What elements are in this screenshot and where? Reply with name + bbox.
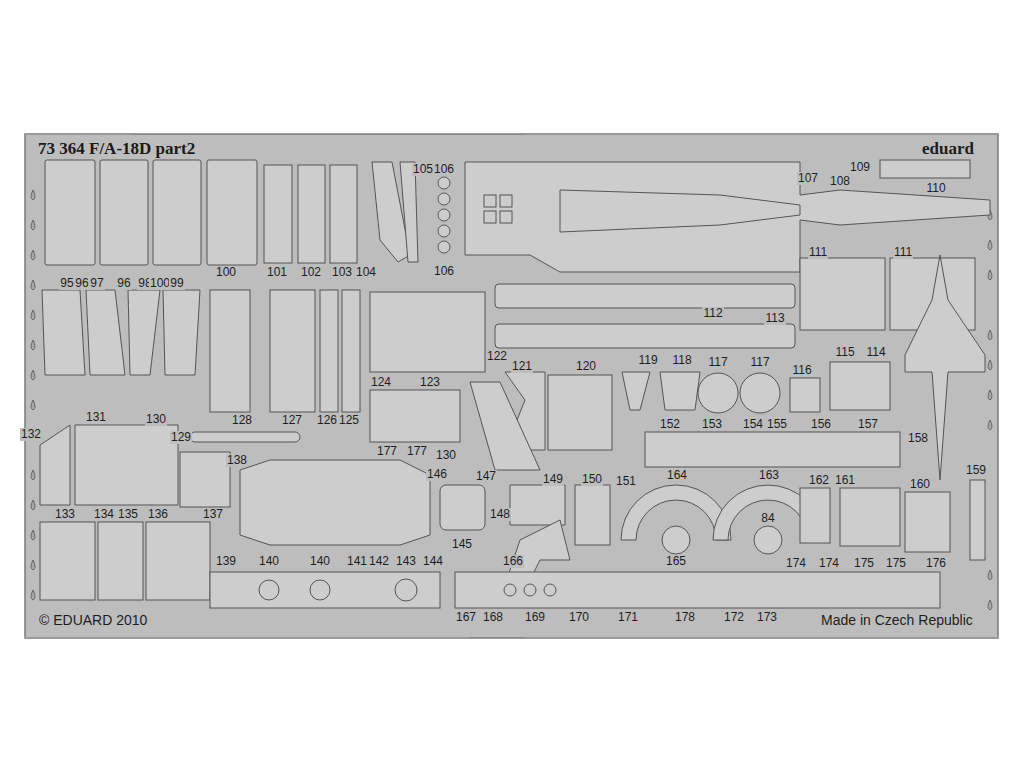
callout-number: 139 <box>215 555 237 568</box>
callout-number: 129 <box>170 431 192 444</box>
callout-number: 168 <box>482 611 504 624</box>
callout-number: 162 <box>808 474 830 487</box>
callout-number: 158 <box>907 432 929 445</box>
callout-number: 153 <box>701 418 723 431</box>
callout-number: 130 <box>435 449 457 462</box>
callout-number: 116 <box>791 364 812 377</box>
callout-number: 134 <box>93 508 115 521</box>
callout-number: 163 <box>758 469 780 482</box>
callout-number: 97 <box>89 277 104 290</box>
callout-number: 126 <box>316 414 338 427</box>
callout-number: 106 <box>433 265 455 278</box>
callout-number: 135 <box>117 508 139 521</box>
callout-number: 141 <box>346 555 368 568</box>
callout-number: 172 <box>723 611 745 624</box>
callout-number: 107 <box>797 172 819 185</box>
callout-number: 178 <box>674 611 696 624</box>
callout-number: 100 <box>215 266 237 279</box>
fret-note: Made in Czech Republic <box>820 613 974 628</box>
callout-number: 95 <box>59 277 74 290</box>
callout-number: 143 <box>395 555 417 568</box>
callout-number: 119 <box>637 354 658 367</box>
callout-number: 157 <box>857 418 879 431</box>
callout-number: 170 <box>568 611 590 624</box>
callout-number: 111 <box>808 246 828 259</box>
callout-number: 140 <box>258 555 280 568</box>
callout-number: 121 <box>511 360 533 373</box>
callout-number: 100 <box>149 277 171 290</box>
callout-number: 165 <box>665 555 687 568</box>
callout-number: 176 <box>925 557 947 570</box>
callout-number: 145 <box>451 538 473 551</box>
callout-number: 127 <box>281 414 303 427</box>
callout-number: 148 <box>489 508 511 521</box>
fret-title: 73 364 F/A-18D part2 <box>36 139 197 159</box>
callout-number: 144 <box>422 555 444 568</box>
brand-mark: eduard <box>921 142 975 155</box>
callout-number: 151 <box>615 475 637 488</box>
callout-number: 155 <box>766 418 788 431</box>
callout-number: 152 <box>659 418 681 431</box>
callout-number: 130 <box>145 413 167 426</box>
callout-number: 105 <box>412 163 434 176</box>
callout-number: 140 <box>309 555 331 568</box>
callout-number: 128 <box>231 414 253 427</box>
callout-number: 173 <box>756 611 778 624</box>
callout-number: 131 <box>85 411 107 424</box>
callout-number: 175 <box>885 557 907 570</box>
callout-number: 161 <box>834 474 856 487</box>
callout-number: 132 <box>20 428 42 441</box>
callout-number: 137 <box>202 508 224 521</box>
callout-number: 142 <box>368 555 390 568</box>
callout-number: 108 <box>829 175 851 188</box>
callout-number: 96 <box>74 277 89 290</box>
callout-number: 146 <box>426 468 448 481</box>
callout-number: 167 <box>455 611 477 624</box>
callout-number: 171 <box>617 611 639 624</box>
callout-number: 117 <box>749 356 770 369</box>
callout-number: 160 <box>909 478 931 491</box>
callout-number: 174 <box>818 557 840 570</box>
fret-note: © EDUARD 2010 <box>38 613 148 628</box>
callout-number: 113 <box>764 312 785 325</box>
callout-number: 156 <box>810 418 832 431</box>
callout-number: 101 <box>266 266 288 279</box>
callout-number: 169 <box>524 611 546 624</box>
callout-number: 177 <box>376 445 398 458</box>
callout-number: 150 <box>581 473 603 486</box>
callout-number: 164 <box>666 469 688 482</box>
callout-number: 115 <box>834 346 855 359</box>
callout-number: 175 <box>853 557 875 570</box>
callout-number: 120 <box>575 360 597 373</box>
callout-number: 138 <box>226 454 248 467</box>
callout-number: 103 <box>331 266 353 279</box>
callout-number: 159 <box>965 464 987 477</box>
callout-number: 133 <box>54 508 76 521</box>
callout-number: 118 <box>671 354 692 367</box>
callout-number: 104 <box>355 266 377 279</box>
callout-number: 166 <box>502 555 524 568</box>
callout-number: 110 <box>925 182 946 195</box>
callout-number: 106 <box>433 163 455 176</box>
callout-number: 122 <box>486 350 508 363</box>
callout-number: 96 <box>116 277 131 290</box>
callout-number: 154 <box>742 418 764 431</box>
callout-number: 111 <box>893 246 913 259</box>
callout-number: 102 <box>300 266 322 279</box>
callout-number: 177 <box>406 445 428 458</box>
callout-number: 174 <box>785 557 807 570</box>
callout-number: 149 <box>542 473 564 486</box>
callout-number: 147 <box>475 470 497 483</box>
callout-number: 84 <box>760 512 775 525</box>
callout-number: 125 <box>338 414 360 427</box>
callout-number: 136 <box>147 508 169 521</box>
callout-number: 112 <box>702 307 723 320</box>
callout-number: 123 <box>419 376 441 389</box>
callout-number: 109 <box>849 161 871 174</box>
callout-number: 99 <box>169 277 184 290</box>
callout-number: 114 <box>865 346 886 359</box>
callout-number: 124 <box>370 376 392 389</box>
callout-number: 117 <box>707 356 728 369</box>
